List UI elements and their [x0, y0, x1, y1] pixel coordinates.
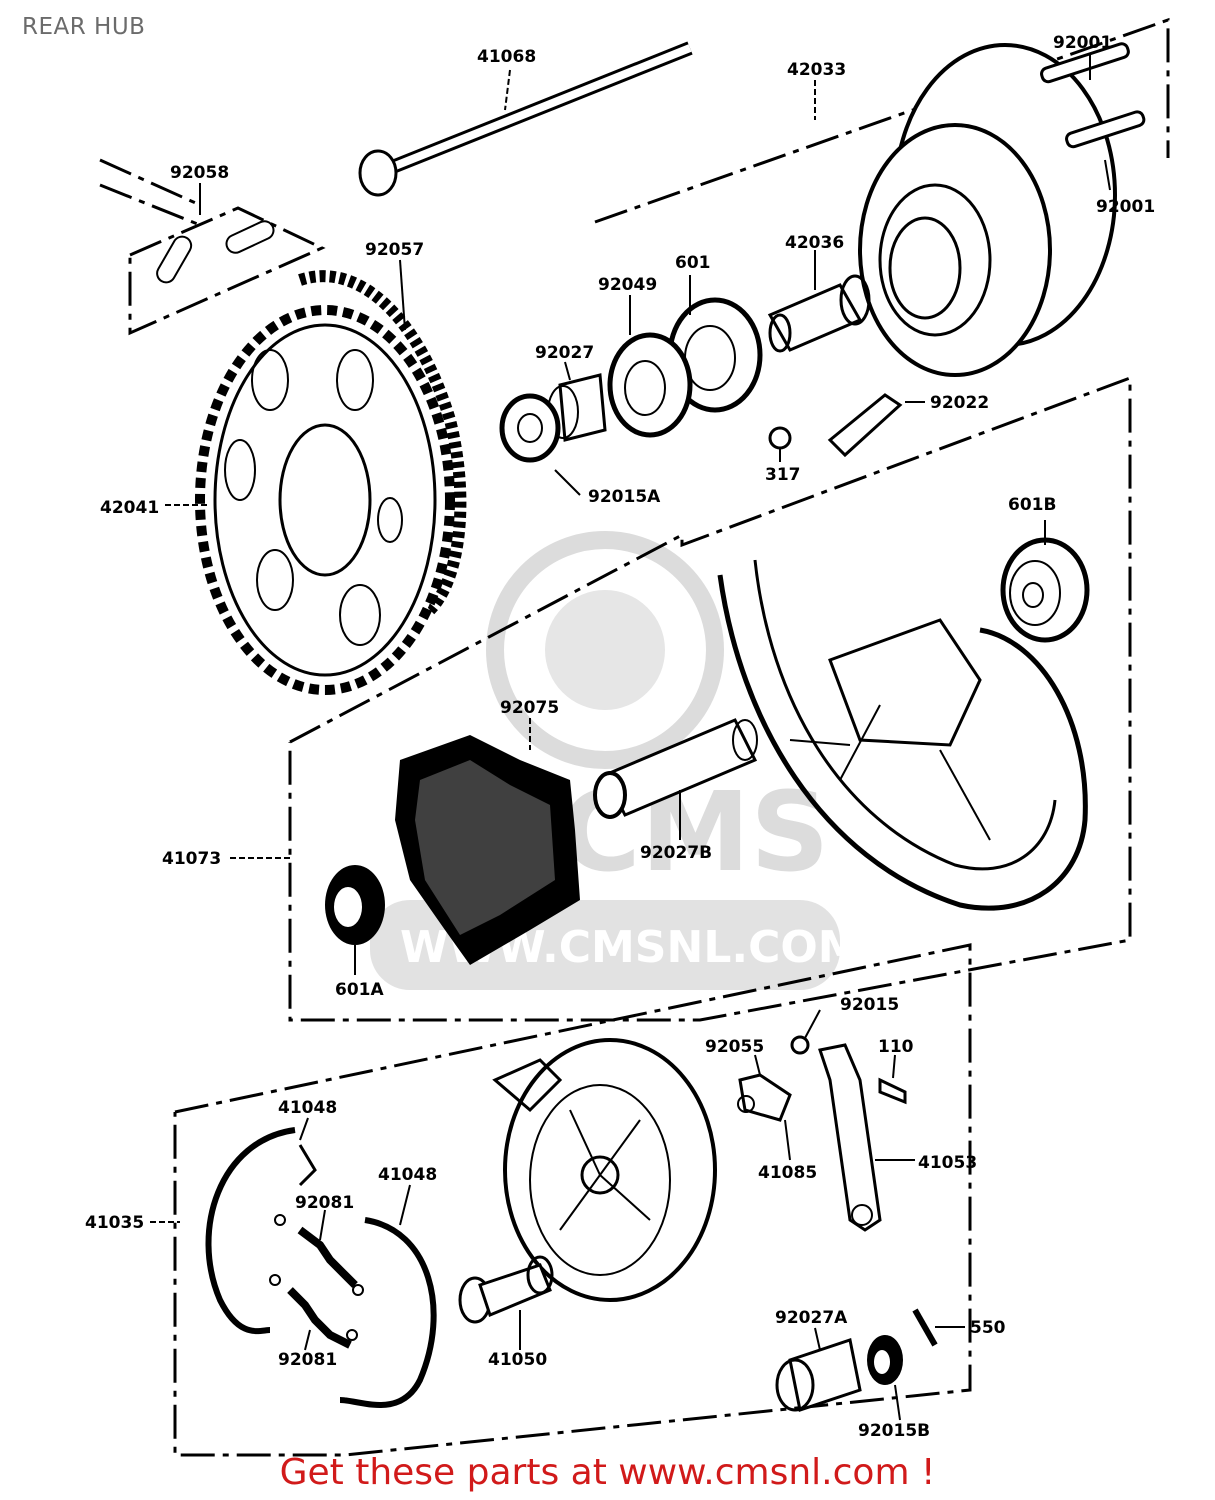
- bearing-stack: [499, 297, 763, 463]
- label-92027: 92027: [535, 343, 594, 363]
- label-317: 317: [765, 465, 801, 485]
- label-92058: 92058: [170, 163, 229, 183]
- bearing-601B: [1000, 537, 1090, 643]
- label-92055: 92055: [705, 1037, 764, 1057]
- chain-link-92058: [156, 220, 275, 284]
- label-41068: 41068: [477, 47, 536, 67]
- hub-drum-42033: [858, 42, 1146, 377]
- label-92015: 92015: [840, 995, 899, 1015]
- collar-42036: [767, 274, 871, 353]
- page-title: REAR HUB: [22, 14, 146, 40]
- brake-shoes-41048: [205, 1127, 437, 1408]
- leader-lines: [150, 55, 1111, 1421]
- label-92015A: 92015A: [588, 487, 661, 507]
- label-92081-top: 92081: [295, 1193, 354, 1213]
- label-42033: 42033: [787, 60, 846, 80]
- label-42041: 42041: [100, 498, 159, 518]
- springs-92081: [269, 1214, 364, 1349]
- label-41050: 41050: [488, 1350, 547, 1370]
- bearing-601A: [325, 865, 385, 945]
- part-labels: 41068 42033 92001 92001 92058 92057 4203…: [85, 33, 1155, 1441]
- label-601A: 601A: [335, 980, 384, 1000]
- label-92075: 92075: [500, 698, 559, 718]
- label-41073: 41073: [162, 849, 221, 869]
- camshaft-41050: [458, 1255, 554, 1324]
- label-110: 110: [878, 1037, 914, 1057]
- label-92001-bottom: 92001: [1096, 197, 1155, 217]
- spacer-92027B: [593, 718, 758, 819]
- label-92027A: 92027A: [775, 1308, 848, 1328]
- damper-92075: [395, 735, 580, 965]
- label-41048-top: 41048: [278, 1098, 337, 1118]
- label-550: 550: [970, 1318, 1006, 1338]
- label-92027B: 92027B: [640, 843, 712, 863]
- label-92057: 92057: [365, 240, 424, 260]
- brake-lever-parts: [737, 1035, 907, 1232]
- brake-panel: [492, 1038, 717, 1302]
- label-42036: 42036: [785, 233, 844, 253]
- promo-footer-link[interactable]: Get these parts at www.cmsnl.com !: [279, 1452, 936, 1493]
- label-92001-top: 92001: [1053, 33, 1112, 53]
- chain-92057: [298, 270, 467, 615]
- label-92015B: 92015B: [858, 1421, 930, 1441]
- rear-nut-parts: [775, 1308, 938, 1412]
- label-601B: 601B: [1008, 495, 1056, 515]
- plate-92022: [768, 393, 903, 458]
- label-41053: 41053: [918, 1153, 977, 1173]
- sprocket-42041: [195, 305, 455, 695]
- group-outlines: [99, 17, 1170, 1457]
- label-92022: 92022: [930, 393, 989, 413]
- label-41035: 41035: [85, 1213, 144, 1233]
- label-601: 601: [675, 253, 711, 273]
- label-41085: 41085: [758, 1163, 817, 1183]
- label-41048-right: 41048: [378, 1165, 437, 1185]
- label-92049: 92049: [598, 275, 657, 295]
- axle-41068: [358, 41, 693, 197]
- wheel-rim: [717, 559, 1088, 911]
- label-92081-bottom: 92081: [278, 1350, 337, 1370]
